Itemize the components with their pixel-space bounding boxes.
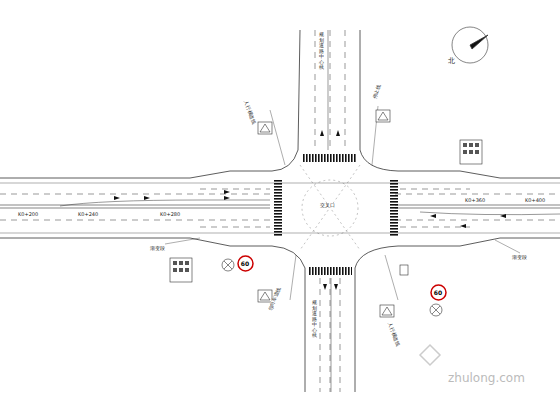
- north-label: 北: [448, 58, 455, 66]
- callout-note: 人行横道线: [387, 322, 401, 347]
- callout-note: 人行横道线: [243, 100, 257, 125]
- station-label: K0+280: [160, 212, 180, 218]
- callout-note: 渐变段: [512, 255, 527, 261]
- station-label: K0+240: [78, 212, 98, 218]
- speed-value: 60: [434, 289, 442, 296]
- speed-value: 60: [241, 260, 249, 267]
- speed-limit-sign: 60: [430, 284, 447, 301]
- speed-limit-sign: 60: [237, 255, 254, 272]
- station-label: K0+400: [525, 198, 545, 204]
- station-label: K0+360: [465, 198, 485, 204]
- callout-note: 渐变段: [150, 246, 165, 252]
- watermark: zhulong.com: [448, 372, 525, 385]
- road-centerline-label: 规划道路中心线: [319, 32, 324, 71]
- station-label: K0+200: [18, 212, 38, 218]
- center-label: 交叉口: [320, 203, 335, 209]
- road-centerline-label: 规划道路中心线: [312, 300, 317, 339]
- callout-note: 停止线: [372, 84, 382, 100]
